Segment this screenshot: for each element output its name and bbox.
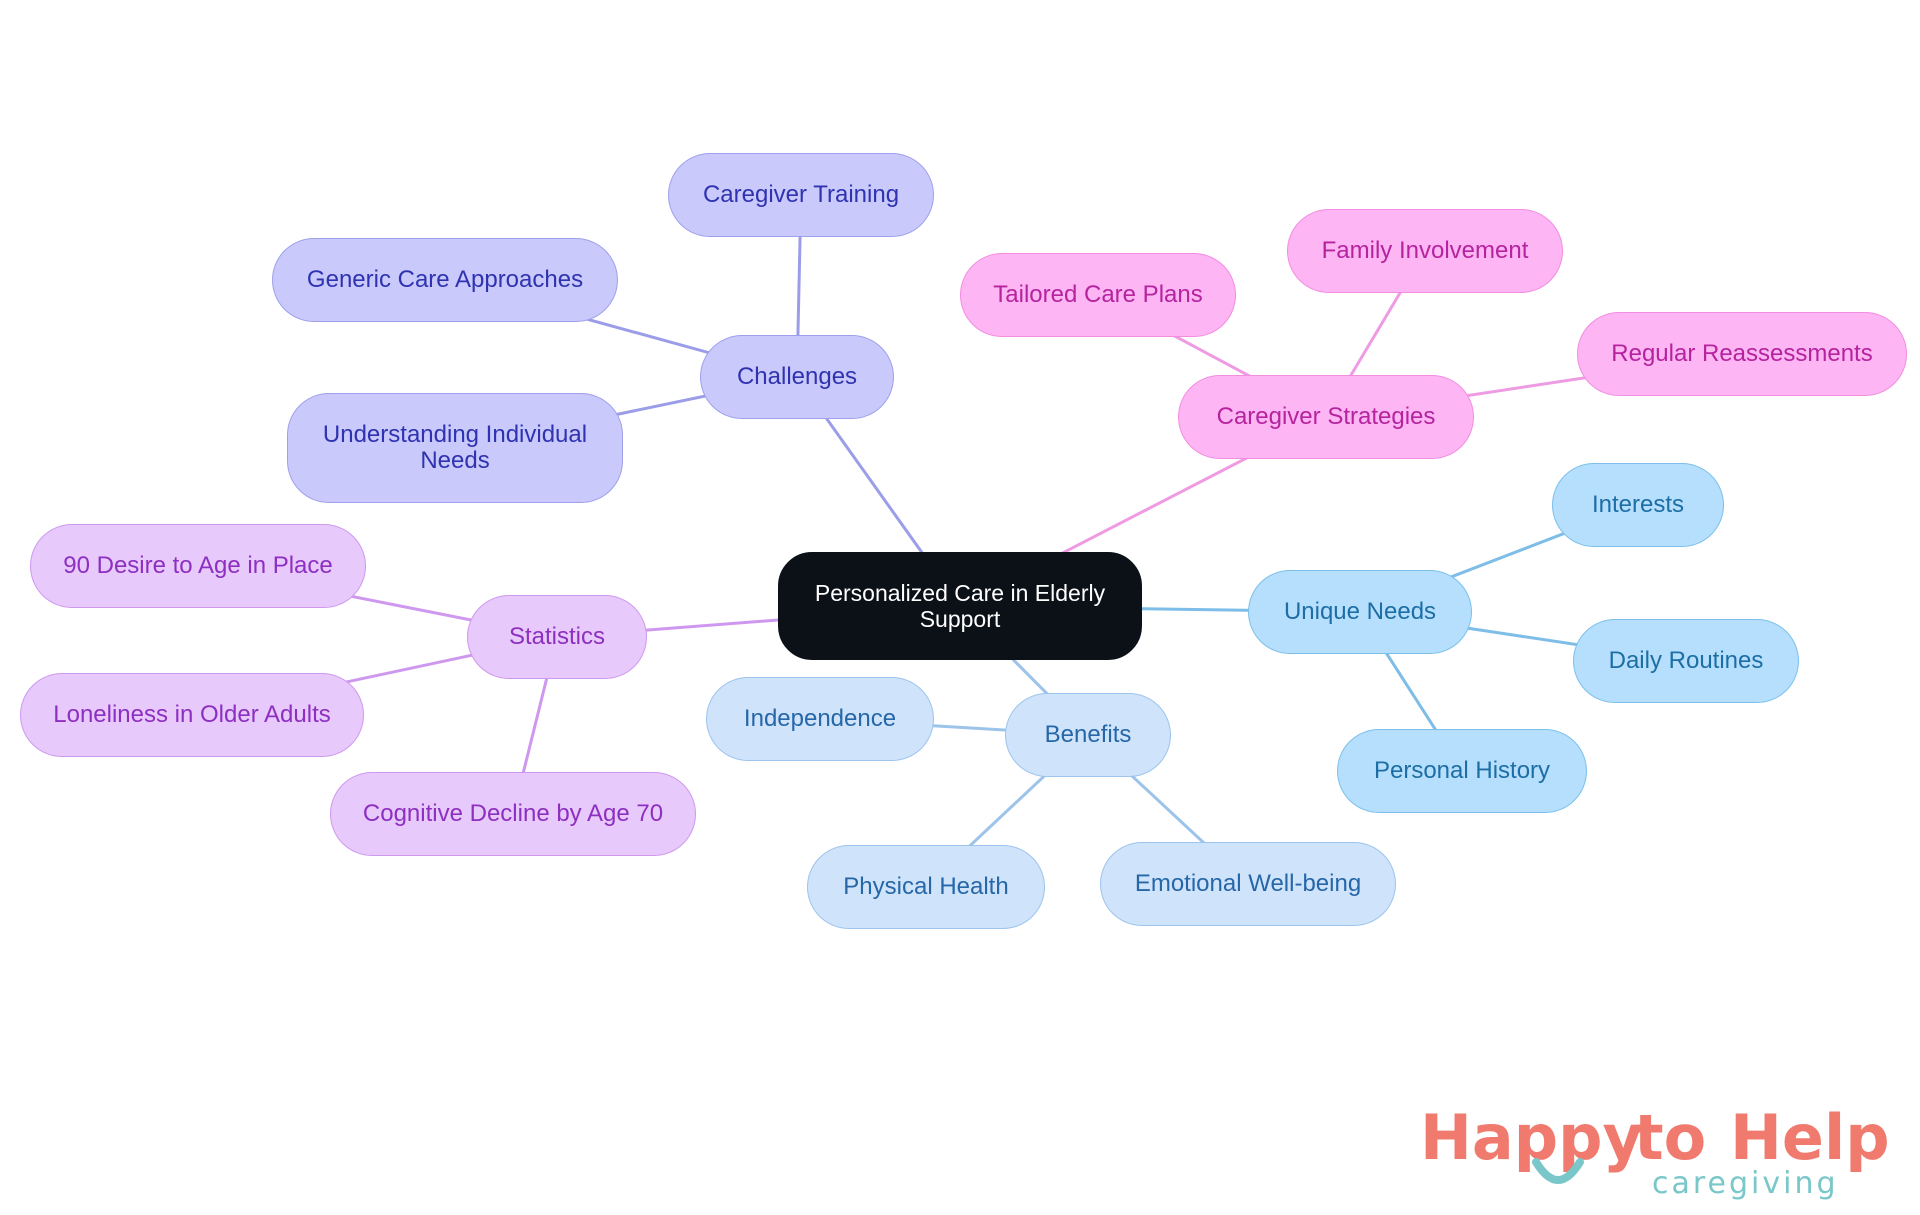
node-desire-to-age-in-place: 90 Desire to Age in Place [30, 524, 366, 608]
node-benefits: Benefits [1005, 693, 1171, 777]
node-label-line: Independence [743, 705, 897, 732]
node-label-line: Statistics [508, 623, 606, 650]
node-label-line: Loneliness in Older Adults [53, 701, 331, 728]
node-cognitive-decline-by-age-70: Cognitive Decline by Age 70 [330, 772, 696, 856]
node-emotional-well-being: Emotional Well-being [1100, 842, 1396, 926]
node-interests: Interests [1552, 463, 1724, 547]
node-label-line: Personalized Care in Elderly [814, 580, 1106, 606]
node-label-line: Emotional Well-being [1134, 870, 1362, 897]
node-independence: Independence [706, 677, 934, 761]
node-caregiver-training: Caregiver Training [668, 153, 934, 237]
node-statistics: Statistics [467, 595, 647, 679]
node-physical-health: Physical Health [807, 845, 1045, 929]
node-label-line: Cognitive Decline by Age 70 [362, 800, 664, 827]
node-label-line: Interests [1591, 491, 1685, 518]
node-label-line: Unique Needs [1283, 598, 1437, 625]
node-label-line: Regular Reassessments [1611, 340, 1873, 367]
node-label-line: 90 Desire to Age in Place [63, 552, 333, 579]
node-label-line: Tailored Care Plans [993, 281, 1203, 308]
node-challenges: Challenges [700, 335, 894, 419]
node-label-line: Personal History [1373, 757, 1551, 784]
node-label-line: Needs [420, 447, 490, 474]
node-personal-history: Personal History [1337, 729, 1587, 813]
smile-icon [1532, 1158, 1584, 1184]
node-label-line: Family Involvement [1321, 237, 1529, 264]
node-label-line: Caregiver Training [702, 181, 900, 208]
node-label-line: Physical Health [843, 873, 1009, 900]
node-loneliness-in-older-adults: Loneliness in Older Adults [20, 673, 364, 757]
logo-word-to: to [1634, 1101, 1707, 1174]
node-label-line: Challenges [736, 363, 858, 390]
node-generic-care-approaches: Generic Care Approaches [272, 238, 618, 322]
logo-word-happy: Happy [1420, 1101, 1643, 1174]
node-daily-routines: Daily Routines [1573, 619, 1799, 703]
node-label-line: Caregiver Strategies [1216, 403, 1436, 430]
node-label-line: Support [919, 606, 1001, 632]
node-tailored-care-plans: Tailored Care Plans [960, 253, 1236, 337]
node-label-line: Generic Care Approaches [306, 266, 584, 293]
node-label-line: Benefits [1044, 721, 1132, 748]
node-caregiver-strategies: Caregiver Strategies [1178, 375, 1474, 459]
node-unique-needs: Unique Needs [1248, 570, 1472, 654]
node-family-involvement: Family Involvement [1287, 209, 1563, 293]
node-label-line: Understanding Individual [322, 421, 588, 448]
node-label-line: Daily Routines [1608, 647, 1764, 674]
node-regular-reassessments: Regular Reassessments [1577, 312, 1907, 396]
logo-subtitle: caregiving [1652, 1166, 1839, 1201]
logo-word-help: Help [1730, 1101, 1890, 1174]
happy-to-help-logo: Happy to Help caregiving [1420, 1102, 1890, 1202]
